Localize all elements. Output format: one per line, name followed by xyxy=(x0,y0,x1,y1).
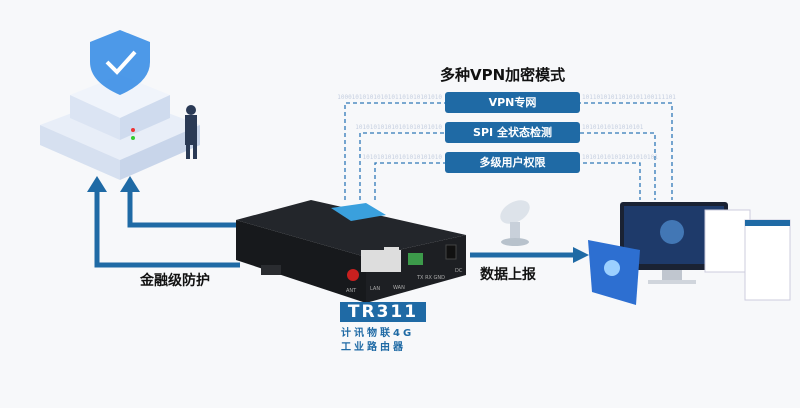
monitor-dashboard-illustration xyxy=(588,202,791,305)
port-label: ANT xyxy=(346,288,357,294)
feature-spi: SPI 全状态检测 xyxy=(445,122,580,143)
binary-stream: 101010101010101010101 xyxy=(582,154,658,161)
security-server-illustration xyxy=(40,30,200,180)
port-label: TX RX GND xyxy=(417,275,446,281)
binary-stream: 10101010101010101 xyxy=(582,124,644,131)
arrow-up-icon xyxy=(120,176,140,192)
binary-stream: 10110101011010101100111101 xyxy=(582,94,676,101)
binary-stream: 10001010101010101101010101010 xyxy=(337,94,442,101)
data-report-label: 数据上报 xyxy=(480,267,536,283)
port-label: LAN xyxy=(370,286,381,292)
person-figure xyxy=(185,115,197,145)
port-label: DC xyxy=(455,268,463,274)
binary-stream: 101010101010101010101010 xyxy=(355,124,442,131)
product-line1: 计讯物联4G xyxy=(341,328,415,339)
product-model: TR311 xyxy=(340,302,426,322)
device-label-sticker xyxy=(331,203,386,221)
feature-vpn: VPN专网 xyxy=(445,92,580,113)
satellite-dish-icon xyxy=(500,200,530,246)
binary-stream: 1010101010101010101010 xyxy=(362,154,442,161)
port-label: WAN xyxy=(393,285,405,291)
product-line2: 工业路由器 xyxy=(341,342,406,353)
router-device xyxy=(236,200,466,303)
flow-arrows xyxy=(94,190,575,268)
vpn-title: 多种VPN加密模式 xyxy=(440,66,566,84)
shield-icon xyxy=(90,30,150,95)
financial-protection-label: 金融级防护 xyxy=(140,273,210,289)
feature-user-permissions: 多级用户权限 xyxy=(445,152,580,173)
arrow-up-icon xyxy=(87,176,107,192)
antenna-icon xyxy=(347,269,359,281)
arrow-right-icon xyxy=(573,247,589,263)
